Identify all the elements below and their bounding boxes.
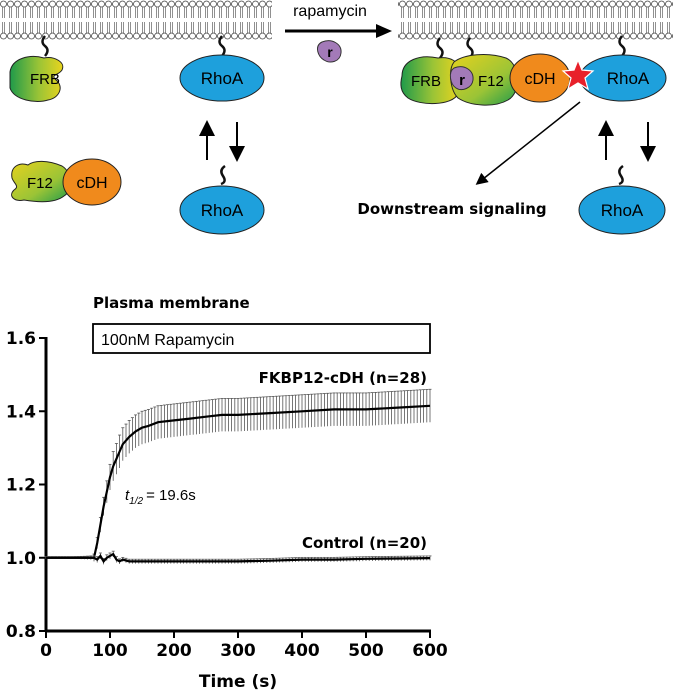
rhoa-label-cytosol-left: RhoA	[201, 201, 244, 220]
frb-anchor-right	[436, 37, 444, 59]
activation-star	[561, 58, 595, 91]
frb-protein	[9, 56, 64, 102]
rapamycin-bound: r	[449, 66, 474, 91]
x-tick-label: 200	[156, 641, 192, 661]
rapamycin-label: rapamycin	[293, 3, 367, 20]
t-half-symbol: t	[125, 487, 130, 504]
rhoa-tail-cytosol-left	[220, 164, 226, 186]
cdh-protein-right	[509, 53, 571, 103]
frb-label-right: FRB	[411, 73, 441, 90]
rhoa-anchor-right	[618, 35, 626, 57]
cdh-label-left: cDH	[76, 175, 107, 192]
y-tick-label: 1.0	[6, 549, 36, 569]
rapamycin-bound-symbol: r	[459, 72, 465, 89]
series-label-fkbp12: FKBP12-cDH (n=28)	[259, 369, 427, 387]
rhoa-label-membrane-left: RhoA	[201, 69, 244, 88]
rhoa-membrane-left	[179, 54, 265, 102]
chart-series	[44, 388, 432, 565]
t-half-value: = 19.6s	[146, 487, 196, 504]
f12-protein-right	[450, 54, 518, 106]
x-tick-label: 100	[92, 641, 128, 661]
downstream-arrow	[475, 101, 581, 185]
frb-label-left: FRB	[30, 71, 60, 88]
chart: Plasma membrane 100nM Rapamycin 0 100 200 3…	[6, 294, 448, 692]
f12-label-right: F12	[478, 73, 504, 90]
complex-anchor-right	[466, 37, 474, 59]
rapamycin-symbol: r	[327, 44, 333, 60]
cdh-protein-left	[62, 158, 122, 206]
f12-protein-left	[11, 160, 71, 203]
membrane-left	[0, 0, 272, 40]
rhoa-cytosol-left	[179, 185, 265, 235]
rapamycin-arrowhead	[376, 24, 392, 38]
y-tick-label: 1.4	[6, 402, 36, 422]
rapamycin-molecule: r	[317, 40, 342, 63]
x-tick-label: 600	[412, 641, 448, 661]
cdh-label-right: cDH	[524, 71, 555, 88]
series-line-control	[46, 552, 431, 564]
x-axis-label: Time (s)	[199, 672, 277, 692]
treatment-box	[92, 323, 431, 354]
f12-label-left: F12	[27, 175, 53, 192]
rhoa-anchor-left	[218, 35, 226, 57]
membrane-right	[398, 0, 673, 40]
chart-axes: 0 100 200 300 400 500 600 0.8 1.0 1.2 1.4 1.6	[6, 329, 448, 661]
series-label-control: Control (n=20)	[302, 534, 427, 552]
rhoa-tail-cytosol-right	[618, 164, 624, 186]
x-tick-label: 300	[220, 641, 256, 661]
rhoa-label-cytosol-right: RhoA	[601, 201, 644, 220]
y-tick-label: 1.2	[6, 476, 36, 496]
x-tick-label: 0	[40, 641, 52, 661]
x-tick-label: 500	[348, 641, 384, 661]
panel-title: Plasma membrane	[93, 294, 250, 312]
rhoa-label-membrane-right: RhoA	[607, 69, 650, 88]
rhoa-cytosol-right	[578, 185, 666, 235]
t-half-sub: 1/2	[129, 496, 143, 507]
treatment-box-label: 100nM Rapamycin	[101, 332, 234, 349]
schematic-diagram: rapamycin r FRB RhoA F12 cDH RhoA FRB	[0, 0, 673, 235]
downstream-label: Downstream signaling	[357, 200, 546, 218]
frb-anchor	[41, 35, 49, 57]
t-half-annotation: t1/2= 19.6s	[125, 487, 196, 507]
y-tick-label: 1.6	[6, 329, 36, 349]
x-tick-label: 400	[284, 641, 320, 661]
y-tick-label: 0.8	[6, 622, 36, 642]
